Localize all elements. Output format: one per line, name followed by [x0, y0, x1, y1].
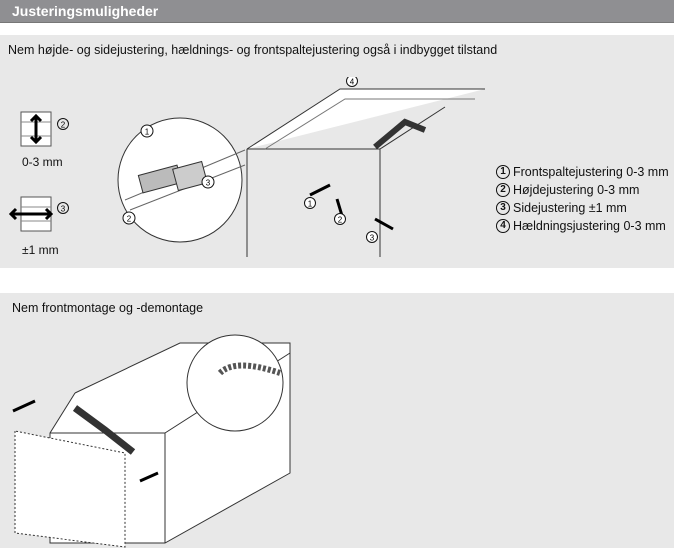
legend-text: Hældningsjustering 0-3 mm [513, 219, 666, 233]
drawer-adjust-illustration: 4 1 2 3 [246, 77, 485, 257]
legend-text: Højdejustering 0-3 mm [513, 183, 640, 197]
legend-number: 3 [496, 201, 510, 215]
svg-text:3: 3 [61, 205, 66, 214]
panel-title: Nem frontmontage og -demontage [12, 301, 204, 315]
side-adjust-icon: 3 [8, 196, 69, 232]
svg-text:2: 2 [127, 215, 132, 224]
svg-text:1: 1 [308, 200, 313, 209]
adjustment-panel: Nem højde- og sidejustering, hældnings- … [0, 35, 674, 268]
svg-text:2: 2 [61, 121, 66, 130]
svg-text:3: 3 [370, 234, 375, 243]
legend-number: 1 [496, 165, 510, 179]
front-mount-panel: Nem frontmontage og -demontage [0, 293, 674, 548]
section-header: Justeringsmuligheder [0, 0, 674, 23]
legend-text: Sidejustering ±1 mm [513, 201, 627, 215]
side-range-label: ±1 mm [22, 243, 59, 257]
legend-number: 2 [496, 183, 510, 197]
svg-text:4: 4 [350, 78, 355, 87]
height-range-label: 0-3 mm [22, 155, 63, 169]
height-adjust-icon: 2 [20, 111, 69, 147]
svg-text:3: 3 [206, 179, 211, 188]
hinge-detail-illustration: 1 3 2 [117, 117, 246, 243]
svg-text:1: 1 [145, 128, 150, 137]
panel-title: Nem højde- og sidejustering, hældnings- … [8, 43, 498, 57]
front-removal-illustration [12, 334, 291, 548]
legend-text: Frontspaltejustering 0-3 mm [513, 165, 669, 179]
legend-number: 4 [496, 219, 510, 233]
svg-text:2: 2 [338, 216, 343, 225]
